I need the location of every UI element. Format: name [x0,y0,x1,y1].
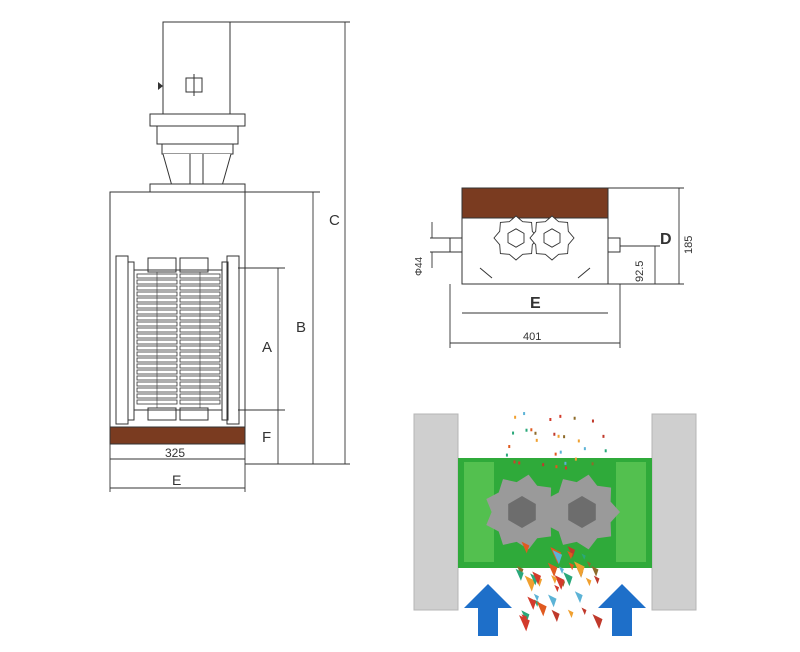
dimension-side-width-label: 401 [523,331,541,343]
dimension-f-label: F [262,429,271,446]
motor-body [162,21,231,115]
wall-left [413,413,459,611]
operation-illustration [413,412,697,636]
dimension-d-label: D [660,231,672,248]
dimension-side-e-label: E [530,295,541,312]
dimension-a-label: A [262,339,272,356]
cutter-stack-right [179,262,221,420]
illustration-cutter-right [546,474,620,550]
side-view [449,187,621,285]
flange [149,113,246,127]
flow-arrow-icon [464,584,512,636]
dimension-c-label: C [329,212,340,229]
frame [109,191,246,428]
bearing-bottom-right [179,407,209,421]
motor-marker-icon [158,82,163,90]
top-plate [461,187,609,219]
flow-arrow-icon [598,584,646,636]
bearing-top-left [147,257,177,273]
dimension-height-label: 185 [683,236,695,254]
dimension-width-label: 325 [165,446,185,460]
bearing-top-right [179,257,209,273]
front-dimensions [109,21,350,492]
base-plate [109,426,246,445]
nozzle-left [449,237,463,253]
illustration-cutter-left [486,474,560,550]
dimension-half-height-label: 92.5 [634,261,646,282]
cutter-disc-left [493,215,539,261]
nozzle-right [607,237,621,253]
bearing-bottom-left [147,407,177,421]
wall-right [651,413,697,611]
dimension-e-label: E [172,472,181,488]
side-dimensions [430,187,684,348]
front-view [109,21,246,428]
dimension-b-label: B [296,319,306,336]
cutter-disc-right [529,215,575,261]
debris-particles [505,412,607,632]
dimension-diameter-label: Φ44 [414,256,425,276]
cutter-stack-left [136,262,178,420]
